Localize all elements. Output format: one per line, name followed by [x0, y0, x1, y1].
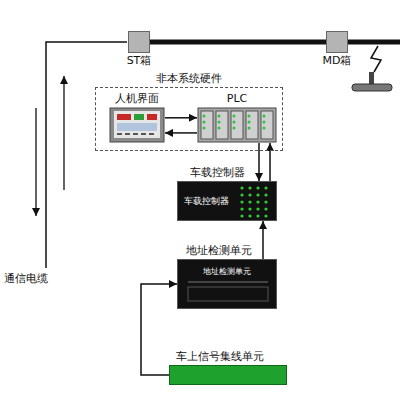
status-led [256, 200, 259, 203]
diagram-node: MD箱 [316, 31, 358, 68]
module-led [203, 115, 206, 118]
node-shape [109, 107, 165, 143]
rack-module [261, 111, 273, 139]
status-led [248, 186, 251, 189]
screen-widget [117, 114, 131, 120]
status-led [256, 186, 259, 189]
diagram-node: ST箱 [118, 31, 160, 68]
rack-module [216, 111, 228, 139]
module-led [263, 115, 266, 118]
signal-arrow [262, 221, 264, 259]
cable-down-arrow [35, 108, 36, 216]
module-led [218, 115, 221, 118]
rail-line [150, 40, 326, 45]
screen-display [114, 111, 160, 138]
node-heading: 人机界面 [108, 92, 166, 106]
module-led [263, 121, 266, 124]
screen-widget [147, 114, 157, 120]
node-heading: PLC [196, 92, 278, 106]
cable-line [46, 42, 127, 268]
diagram-node: 车上信号集线单元 [168, 350, 288, 385]
status-led [240, 193, 243, 196]
node-heading: 车载控制器 [176, 166, 278, 180]
status-led [248, 207, 251, 210]
node-shape [326, 31, 348, 53]
node-text: 车载控制器 [184, 196, 229, 207]
node-shape: 人机界面 PLC [95, 87, 283, 151]
diagram-node: 车载控制器车载控制器 [176, 166, 278, 221]
hmi-screen [109, 107, 165, 143]
node-text: 地址检测单元 [203, 267, 251, 277]
node-heading: 非本系统硬件 [94, 72, 284, 86]
screen-key [133, 133, 138, 135]
signal-arrow [258, 143, 260, 181]
screen-key [149, 133, 154, 135]
screen-widget [134, 114, 144, 120]
rack-module [246, 111, 258, 139]
screen-key [117, 133, 122, 135]
rack-frame [198, 108, 276, 142]
diagram-node: 人机界面 [108, 92, 166, 143]
status-led [240, 186, 243, 189]
cable-label: 通信电缆 [4, 272, 48, 286]
node-heading: 地址检测单元 [176, 244, 278, 258]
node-heading: 车上信号集线单元 [168, 350, 288, 364]
module-led [263, 127, 266, 130]
status-led [256, 214, 259, 217]
status-led [240, 214, 243, 217]
status-led [264, 207, 267, 210]
cable-up-arrow [63, 76, 64, 190]
collector-shoe [352, 84, 392, 91]
module-led [218, 127, 221, 130]
diagram-node: PLC [196, 92, 278, 143]
signal-arrow [269, 143, 271, 181]
panel-window [188, 287, 268, 301]
collector-post [369, 72, 374, 84]
node-shape [128, 31, 150, 53]
module-led [203, 121, 206, 124]
lightning-symbol [371, 46, 381, 72]
status-led [264, 214, 267, 217]
screen-key [141, 133, 146, 135]
node-shape: 地址检测单元 [177, 259, 277, 309]
signal-arrow [165, 117, 197, 119]
rack-module [201, 111, 213, 139]
status-led [264, 193, 267, 196]
module-led [233, 127, 236, 130]
screen-key [125, 133, 130, 135]
module-led [248, 127, 251, 130]
module-led [203, 127, 206, 130]
signal-arrow [141, 284, 177, 375]
node-heading: MD箱 [316, 54, 358, 68]
status-led [240, 200, 243, 203]
panel-line [188, 282, 268, 283]
plc-rack [197, 107, 277, 143]
rack-module [231, 111, 243, 139]
diagram-node: 非本系统硬件人机界面 PLC [94, 72, 284, 151]
status-led [256, 193, 259, 196]
module-led [218, 121, 221, 124]
module-led [233, 121, 236, 124]
module-led [248, 121, 251, 124]
status-led [248, 214, 251, 217]
node-shape [169, 365, 287, 385]
status-led [256, 207, 259, 210]
module-led [248, 115, 251, 118]
screen-widget [117, 123, 157, 131]
status-led [248, 193, 251, 196]
status-led [264, 200, 267, 203]
status-led [248, 200, 251, 203]
screen-frame [110, 108, 164, 142]
module-led [233, 115, 236, 118]
status-led [264, 186, 267, 189]
node-shape: 车载控制器 [177, 181, 277, 221]
status-led [240, 207, 243, 210]
rail-line [347, 40, 400, 45]
node-heading: ST箱 [118, 54, 160, 68]
signal-arrow [165, 132, 197, 134]
node-shape [197, 107, 277, 143]
diagram-node: 地址检测单元地址检测单元 [176, 244, 278, 309]
